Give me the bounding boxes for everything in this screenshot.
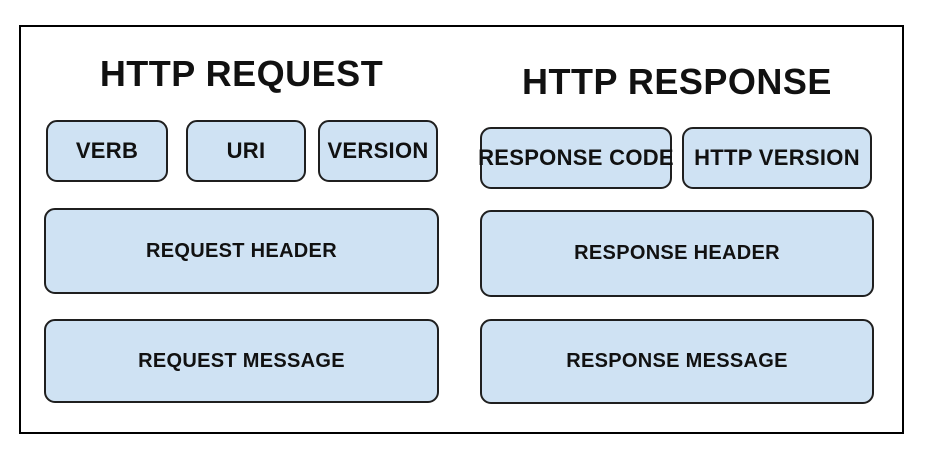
http-version-box: HTTP VERSION bbox=[682, 127, 872, 189]
version-box: VERSION bbox=[318, 120, 438, 182]
request-header-label: REQUEST HEADER bbox=[146, 239, 337, 262]
response-message-label: RESPONSE MESSAGE bbox=[566, 350, 788, 372]
response-header-box: RESPONSE HEADER bbox=[480, 210, 874, 297]
request-header-box: REQUEST HEADER bbox=[44, 208, 439, 294]
response-message-box: RESPONSE MESSAGE bbox=[480, 319, 874, 404]
version-label: VERSION bbox=[327, 138, 429, 163]
uri-box: URI bbox=[186, 120, 306, 182]
http-response-title: HTTP RESPONSE bbox=[522, 61, 832, 102]
verb-label: VERB bbox=[75, 138, 139, 163]
http-version-label: HTTP VERSION bbox=[694, 145, 860, 170]
request-message-label: REQUEST MESSAGE bbox=[138, 349, 345, 372]
diagram-frame: HTTP REQUEST VERB URI VERSION REQUEST HE… bbox=[19, 25, 904, 434]
response-code-box: RESPONSE CODE bbox=[478, 127, 674, 189]
uri-label: URI bbox=[226, 138, 266, 163]
response-code-label: RESPONSE CODE bbox=[478, 145, 674, 170]
http-request-title: HTTP REQUEST bbox=[99, 53, 384, 94]
request-message-box: REQUEST MESSAGE bbox=[44, 319, 439, 403]
response-header-label: RESPONSE HEADER bbox=[574, 242, 780, 264]
verb-box: VERB bbox=[46, 120, 168, 182]
